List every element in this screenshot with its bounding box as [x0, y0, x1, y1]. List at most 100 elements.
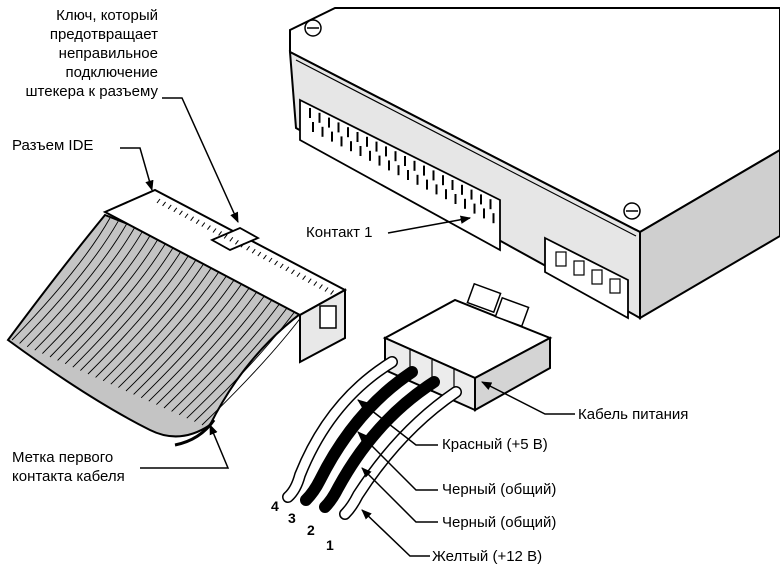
molex-latch [494, 296, 530, 328]
label-key-line: штекера к разъему [25, 83, 159, 100]
label-key-block: Ключ, который предотвращает неправильное… [26, 6, 159, 101]
leader-key [162, 97, 239, 223]
ribbon-conductor [95, 252, 201, 378]
plug-contact [313, 281, 318, 286]
label-ide-connector: Разъем IDE [12, 137, 94, 154]
ribbon-conductor [49, 233, 152, 358]
ribbon-conductor [57, 236, 160, 361]
wire-number-1: 1 [326, 537, 334, 553]
socket-pin [555, 251, 567, 267]
plug-contact [184, 213, 189, 219]
label-key-line: предотвращает [49, 26, 158, 43]
plug-contact [223, 234, 228, 239]
plug-contact [330, 290, 335, 295]
plug-contact [190, 216, 195, 221]
socket-pin [609, 278, 621, 294]
screw-icon [304, 19, 322, 37]
plug-contact [279, 263, 284, 269]
plug-contact [240, 242, 245, 248]
plug-contact [201, 222, 206, 227]
ribbon-conductor [72, 243, 176, 368]
label-black-wire-1: Черный (общий) [442, 481, 557, 498]
ide-plug [102, 188, 348, 364]
plug-contact [296, 272, 301, 278]
label-red-wire: Красный (+5 В) [442, 436, 548, 453]
ribbon-conductor [80, 246, 185, 371]
wire-number-2: 2 [307, 522, 315, 538]
plug-contact [262, 254, 267, 260]
plug-contact [195, 219, 200, 224]
label-black-wire-2: Черный (общий) [442, 514, 557, 531]
ribbon-conductor [42, 230, 144, 354]
plug-contact [318, 284, 323, 289]
wire-number-3: 3 [288, 510, 296, 526]
label-pin1-contact: Контакт 1 [306, 224, 373, 241]
plug-contact [246, 245, 251, 251]
ribbon-conductor [87, 249, 193, 375]
ribbon-conductor [125, 265, 234, 392]
ribbon-conductor [26, 224, 127, 348]
ribbon-conductor [34, 227, 135, 351]
plug-contact [178, 210, 183, 216]
molex-latch [466, 282, 502, 314]
wire-3-black [300, 366, 418, 506]
label-key-line: подключение [65, 64, 158, 81]
ribbon-conductor [110, 259, 217, 385]
plug-contact [285, 266, 290, 272]
ribbon-conductor [118, 262, 226, 388]
leader-black1 [357, 431, 438, 491]
ribbon-conductor [64, 240, 168, 365]
label-stripe-line: контакта кабеля [12, 468, 125, 485]
plug-contact [218, 231, 223, 236]
label-key-line: неправильное [58, 45, 158, 62]
power-connector [382, 282, 553, 412]
screw-icon [623, 202, 641, 220]
plug-contact [290, 269, 295, 275]
leader-ide [120, 147, 154, 192]
label-yellow-wire: Желтый (+12 В) [432, 548, 543, 565]
plug-contact [162, 201, 167, 207]
ribbon-conductor [19, 220, 119, 344]
power-socket-pins [555, 251, 621, 294]
hard-drive [288, 7, 780, 320]
socket-pin [573, 260, 585, 276]
ribbon-cable [6, 213, 323, 447]
ribbon-conductor [133, 268, 242, 395]
plug-contact [206, 225, 211, 230]
plug-contact [167, 204, 172, 210]
socket-pin [591, 269, 603, 285]
label-stripe-block: Метка первого контакта кабеля [12, 448, 125, 486]
plug-contact [324, 287, 329, 292]
plug-contact [274, 260, 279, 266]
leader-black2 [361, 467, 438, 523]
plug-contacts [156, 198, 335, 295]
plug-key [209, 226, 261, 252]
leader-pin1 [387, 215, 472, 234]
leader-yellow [361, 509, 430, 557]
plug-contact [156, 198, 161, 204]
wire-2-black [319, 376, 440, 513]
molex-side [474, 336, 551, 412]
drive-side-face [639, 148, 780, 320]
ribbon-conductor [102, 256, 209, 382]
callout-lines [120, 97, 575, 557]
wire-number-4: 4 [271, 498, 279, 514]
plug-contact [212, 228, 217, 233]
plug-contact [234, 240, 239, 245]
leader-stripe [140, 424, 230, 469]
label-stripe-line: Метка первого [12, 449, 114, 466]
label-power-cable: Кабель питания [578, 406, 689, 423]
drive-ide-header [299, 98, 501, 252]
label-key-line: Ключ, который [56, 7, 158, 24]
plug-contact [251, 248, 256, 254]
plug-contact [302, 275, 307, 281]
plug-contact [173, 207, 178, 213]
ribbon-conductor [11, 217, 111, 341]
plug-contact [257, 251, 262, 257]
plug-latch [319, 305, 337, 329]
plug-contact [307, 278, 312, 283]
plug-contact [268, 257, 273, 263]
power-wires [282, 356, 462, 520]
